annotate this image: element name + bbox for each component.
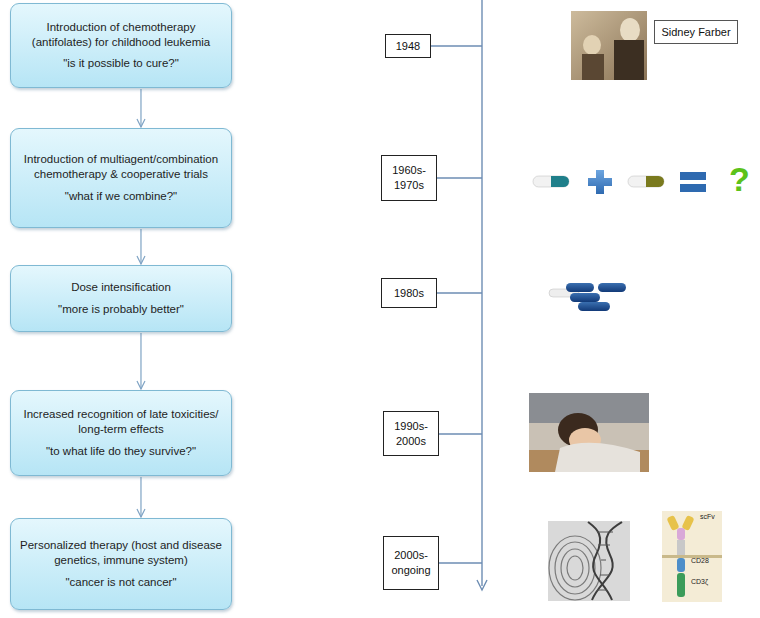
box-text: 2000s- ongoing bbox=[388, 548, 434, 578]
year-box: 1990s- 2000s bbox=[383, 411, 439, 456]
stage-box: Introduction of multiagent/combination c… bbox=[10, 128, 232, 228]
box-text: 1980s bbox=[394, 286, 424, 301]
timeline bbox=[431, 0, 487, 590]
car-part-label: scFv bbox=[700, 513, 715, 520]
year-box: 1960s- 1970s bbox=[381, 155, 437, 201]
stage-box: Introduction of chemotherapy (antifolate… bbox=[10, 3, 232, 88]
flow-arrow bbox=[140, 333, 141, 389]
stage-box: Increased recognition of late toxicities… bbox=[10, 390, 232, 476]
sleeping-child-photo bbox=[529, 393, 649, 472]
car-construct bbox=[662, 511, 722, 602]
box-quote: "cancer is not cancer" bbox=[65, 575, 176, 590]
box-quote: "more is probably better" bbox=[58, 302, 184, 317]
box-quote: "what if we combine?" bbox=[65, 189, 177, 204]
flow-arrow bbox=[140, 89, 141, 127]
box-quote: "to what life do they survive?" bbox=[46, 444, 196, 459]
question-mark: ? bbox=[729, 162, 750, 196]
name-box: Sidney Farber bbox=[654, 20, 738, 44]
farber-photo bbox=[571, 11, 647, 80]
pill-stack bbox=[549, 283, 626, 311]
box-text: Increased recognition of late toxicities… bbox=[19, 407, 223, 437]
stage-box: Dose intensification "more is probably be… bbox=[10, 265, 232, 332]
year-box: 1948 bbox=[385, 34, 431, 58]
flow-arrow bbox=[140, 229, 141, 264]
box-text: Sidney Farber bbox=[661, 26, 730, 38]
pill-equation bbox=[533, 170, 706, 194]
box-text: Dose intensification bbox=[71, 280, 171, 295]
car-part-label: CD28 bbox=[691, 557, 709, 564]
box-text: Personalized therapy (host and disease g… bbox=[19, 538, 223, 568]
box-text: 1990s- 2000s bbox=[388, 419, 434, 449]
box-text: 1960s- 1970s bbox=[386, 163, 432, 193]
dna-fingerprint bbox=[548, 521, 630, 601]
car-part-label: CD3ζ bbox=[691, 578, 708, 585]
flow-arrow bbox=[140, 477, 141, 517]
box-text: Introduction of chemotherapy (antifolate… bbox=[19, 20, 223, 50]
box-text: 1948 bbox=[396, 39, 420, 54]
year-box: 1980s bbox=[381, 278, 437, 308]
box-quote: "is it possible to cure?" bbox=[63, 56, 179, 71]
box-text: Introduction of multiagent/combination c… bbox=[19, 152, 223, 182]
year-box: 2000s- ongoing bbox=[383, 536, 439, 590]
stage-box: Personalized therapy (host and disease g… bbox=[10, 518, 232, 610]
